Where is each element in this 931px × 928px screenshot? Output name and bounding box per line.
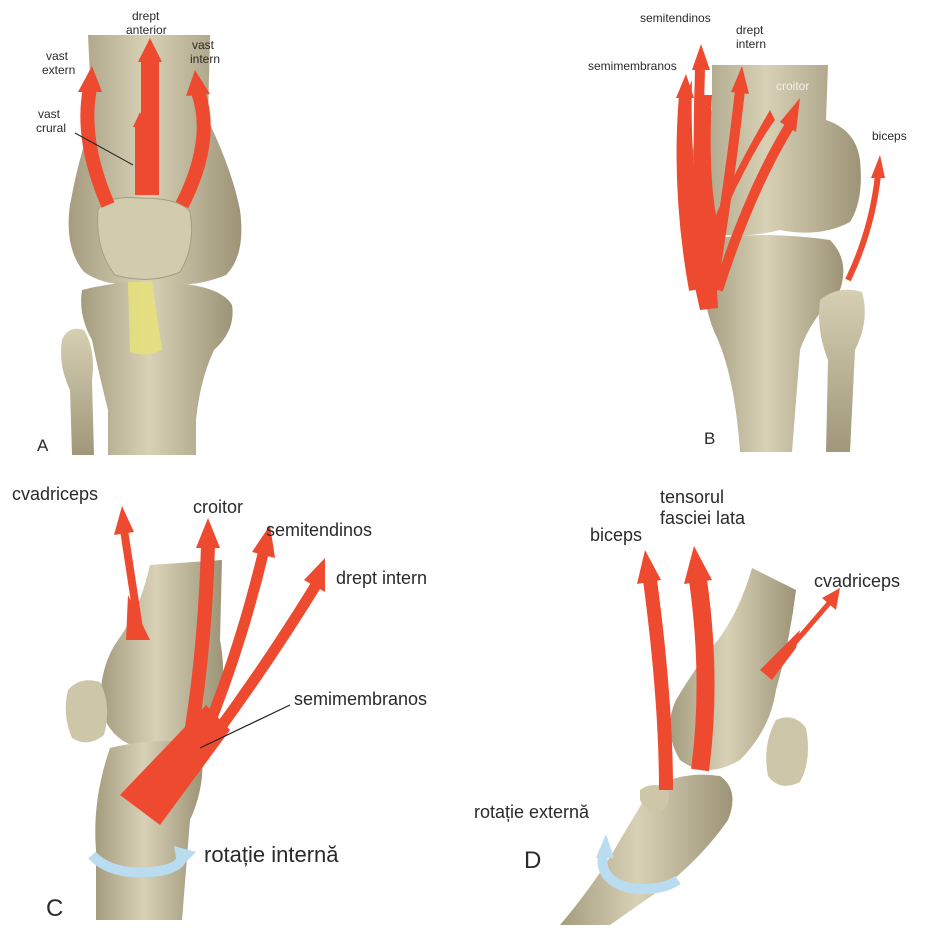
label-drept-intern: drept intern (336, 568, 427, 588)
panel-letter-d: D (524, 847, 541, 874)
fibula-bone (819, 290, 865, 452)
fibula-bone (61, 329, 94, 455)
label-semitendinos: semitendinos (640, 11, 711, 25)
rotation-arrow-head (596, 834, 614, 858)
label-tensorul-1: tensorul (660, 487, 724, 507)
label-biceps: biceps (872, 129, 907, 143)
arrow-biceps-head (871, 155, 885, 178)
panel-letter-a: A (37, 436, 49, 455)
panel-letter-b: B (704, 429, 715, 448)
patella-bone (766, 717, 808, 786)
patella-bone (98, 198, 192, 280)
arrow-biceps (650, 580, 666, 790)
panel-c: cvadriceps croitor semitendinos drept in… (12, 484, 427, 922)
panel-d: tensorul fasciei lata biceps cvadriceps … (474, 487, 900, 925)
arrow-croitor-head (196, 518, 220, 548)
arrow-biceps-head (637, 550, 661, 584)
arrow-semitendinos-head (692, 44, 710, 70)
label-vast-extern-2: extern (42, 63, 75, 77)
label-vast-crural-2: crural (36, 121, 66, 135)
label-cvadriceps: cvadriceps (814, 571, 900, 591)
label-rotatie-externa: rotație externă (474, 802, 590, 822)
label-drept-anterior-1: drept (132, 9, 160, 23)
label-vast-intern-2: intern (190, 52, 220, 66)
label-drept-intern-2: intern (736, 37, 766, 51)
label-cvadriceps: cvadriceps (12, 484, 98, 504)
label-semimembranos: semimembranos (588, 59, 677, 73)
label-croitor: croitor (776, 79, 809, 93)
label-vast-extern-1: vast (46, 49, 69, 63)
patella-bone (66, 680, 107, 742)
label-vast-crural-1: vast (38, 107, 61, 121)
label-croitor: croitor (193, 497, 243, 517)
arrow-semitendinos (699, 70, 704, 290)
label-tensorul-2: fasciei lata (660, 508, 746, 528)
panel-b: semitendinos drept intern semimembranos … (588, 11, 907, 452)
arrow-tensorul (698, 580, 706, 770)
label-semitendinos: semitendinos (266, 520, 372, 540)
label-biceps: biceps (590, 525, 642, 545)
label-vast-intern-1: vast (192, 38, 215, 52)
label-drept-anterior-2: anterior (126, 23, 167, 37)
label-drept-intern-1: drept (736, 23, 764, 37)
arrow-cvadriceps-head (114, 506, 134, 535)
panel-a: drept anterior vast extern vast intern v… (36, 9, 241, 455)
label-semimembranos: semimembranos (294, 689, 427, 709)
panel-letter-c: C (46, 895, 63, 922)
tibia-bone (81, 282, 233, 455)
label-rotatie-interna: rotație internă (204, 842, 339, 867)
arrow-tensorul-head (684, 546, 712, 584)
